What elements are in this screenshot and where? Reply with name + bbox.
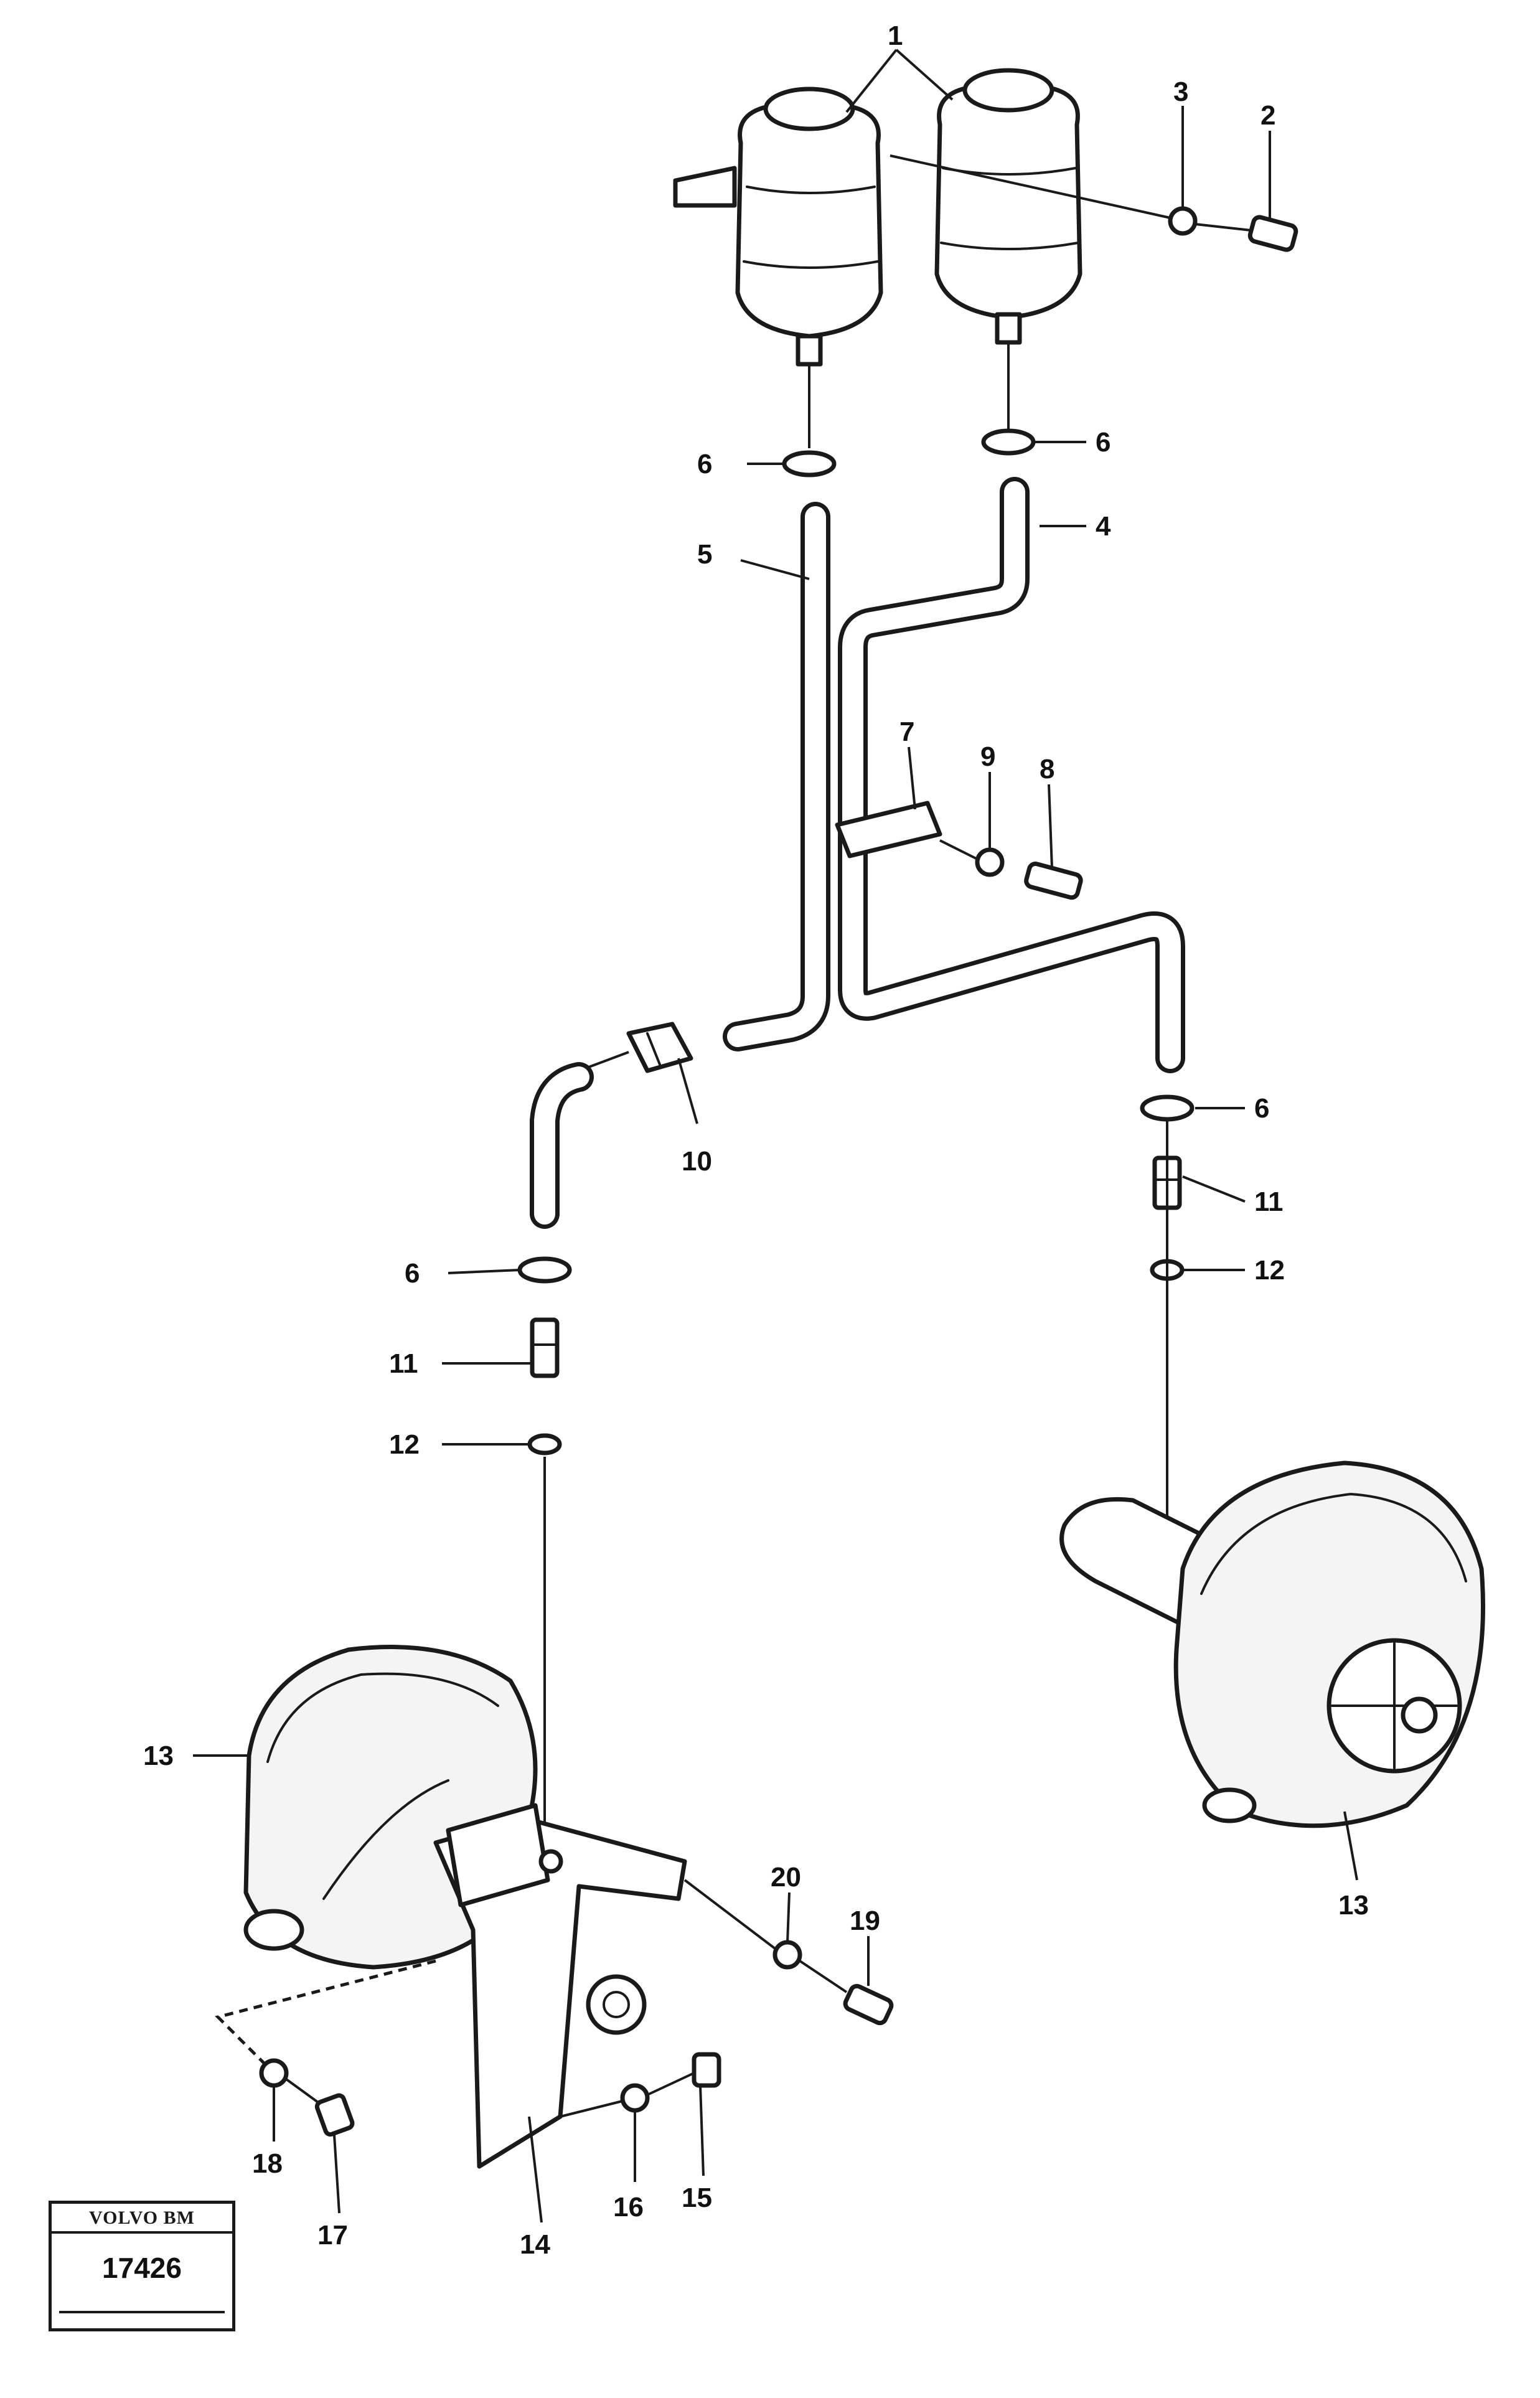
callout-6-d: 6	[405, 1258, 420, 1289]
callout-18: 18	[252, 2148, 283, 2179]
clamp-lower-left	[517, 1256, 572, 1284]
callout-12-left: 12	[389, 1429, 420, 1460]
brake-chamber-right	[1059, 1460, 1485, 1828]
callout-17: 17	[317, 2220, 348, 2250]
clamp-upper-right	[981, 428, 1036, 456]
callout-6-b: 6	[1096, 427, 1110, 458]
callout-4: 4	[1096, 511, 1111, 542]
callout-1: 1	[888, 21, 903, 51]
clamp-upper-left	[782, 450, 837, 477]
screw-part-17	[314, 2093, 355, 2137]
connector-part-10	[626, 1022, 693, 1073]
reservoir-right	[934, 68, 1082, 345]
callout-13-right: 13	[1338, 1890, 1369, 1921]
volvo-bm-stamp: VOLVO BM 17426	[49, 2201, 235, 2331]
washer-part-16	[620, 2083, 650, 2113]
callout-8: 8	[1040, 754, 1054, 784]
nipple-left-part-11	[530, 1317, 560, 1378]
callout-11-right: 11	[1254, 1187, 1284, 1217]
stamp-brand: VOLVO BM	[52, 2204, 232, 2234]
callout-2: 2	[1261, 100, 1275, 131]
callout-6-c: 6	[1254, 1093, 1269, 1124]
callout-16: 16	[613, 2192, 644, 2222]
callout-13-left: 13	[143, 1741, 174, 1771]
washer-part-9	[975, 847, 1005, 877]
callout-7: 7	[899, 717, 914, 747]
hose-part-4	[838, 477, 1185, 1073]
screw-part-8	[1024, 862, 1083, 900]
callout-12-right: 12	[1254, 1255, 1285, 1286]
washer-left-part-12	[527, 1433, 562, 1455]
reservoir-left	[673, 87, 883, 367]
clamp-part-7	[835, 801, 942, 858]
clamp-lower-right	[1140, 1094, 1195, 1122]
screw-part-2	[1247, 215, 1298, 252]
callout-10: 10	[682, 1146, 712, 1177]
callout-19: 19	[850, 1906, 880, 1936]
screw-part-19	[843, 1983, 894, 2026]
stamp-footer	[59, 2311, 225, 2325]
callout-15: 15	[682, 2183, 712, 2213]
callout-11-left: 11	[389, 1348, 418, 1379]
screw-part-15	[692, 2052, 721, 2088]
callout-14: 14	[520, 2229, 550, 2260]
hose-part-5	[723, 502, 830, 1051]
callout-20: 20	[771, 1862, 801, 1893]
hose-lower-left	[530, 1062, 594, 1229]
callout-5: 5	[697, 539, 712, 570]
callout-6-a: 6	[697, 449, 712, 479]
callout-9: 9	[980, 741, 995, 772]
callout-3: 3	[1173, 77, 1188, 107]
bracket-part-14	[433, 1803, 687, 2169]
washer-part-20	[772, 1940, 802, 1970]
stamp-number: 17426	[102, 2252, 182, 2284]
washer-part-3	[1168, 206, 1198, 236]
